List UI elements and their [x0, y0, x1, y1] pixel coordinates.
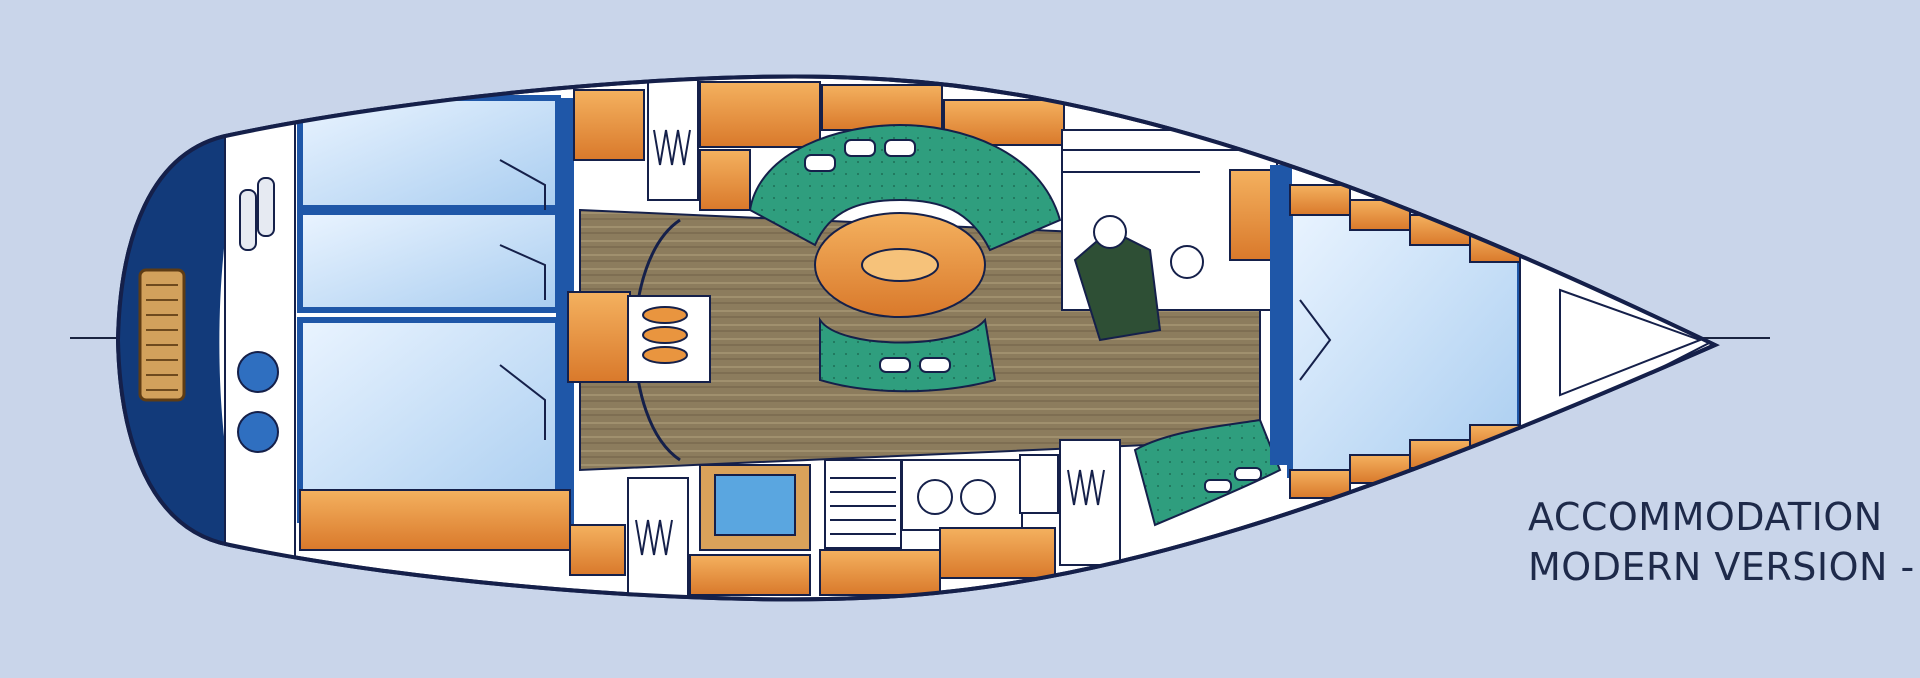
washbasin-icon: [1170, 245, 1204, 279]
locker-port-1: [699, 81, 821, 148]
stern-hatch-grille: [146, 284, 178, 391]
locker-galley-1: [819, 549, 941, 596]
locker-port-2: [821, 84, 943, 131]
saloon-table-top: [861, 248, 939, 282]
settee-cushions: [804, 139, 951, 373]
settee-lower: [819, 316, 997, 393]
stern-hatch: [138, 268, 186, 402]
locker-galley-2: [939, 527, 1056, 579]
anchor-locker-inner: [1559, 288, 1703, 397]
caption-subtitle: MODERN VERSION -: [1528, 545, 1915, 589]
hull-outline-stroke: [115, 74, 1720, 602]
locker-starboard-aft: [299, 489, 571, 551]
companionway-fwd-steps-icon: [1067, 469, 1105, 506]
aft-cabin-doors: [499, 159, 546, 440]
companionway-starboard-steps-icon: [635, 519, 673, 556]
steering-wheel-icon: [237, 351, 279, 453]
locker-chart-below: [689, 554, 811, 596]
companionway-starboard: [627, 477, 689, 599]
ladder-steps-icon: [642, 306, 688, 364]
mast-step-box: [567, 291, 631, 383]
aft-cabin-bulkhead: [556, 98, 574, 538]
caption-title: ACCOMMODATION: [1528, 495, 1883, 539]
stove-burners-icon: [830, 477, 896, 535]
settee-fwd-starboard: [1133, 418, 1282, 527]
locker-starboard-1: [569, 524, 626, 576]
forward-bulkhead: [1270, 165, 1292, 465]
locker-port-4: [699, 149, 751, 211]
sink-icon: [917, 479, 996, 515]
chart-map: [714, 474, 796, 536]
toilet-icon: [1093, 215, 1127, 249]
winch-icon: [239, 177, 275, 251]
companionway-port: [647, 79, 699, 201]
plan-caption: ACCOMMODATION MODERN VERSION -: [1528, 492, 1915, 592]
fridge: [1019, 454, 1059, 514]
companionway-steps-icon: [653, 129, 691, 166]
aft-cabin-middle: [297, 209, 561, 313]
forward-cabin-door: [1299, 299, 1332, 381]
companionway-fwd: [1059, 439, 1121, 566]
settee-fwd-cushions: [1204, 467, 1262, 493]
locker-aft-port: [573, 89, 645, 161]
head-shelf-lines: [1062, 149, 1260, 173]
